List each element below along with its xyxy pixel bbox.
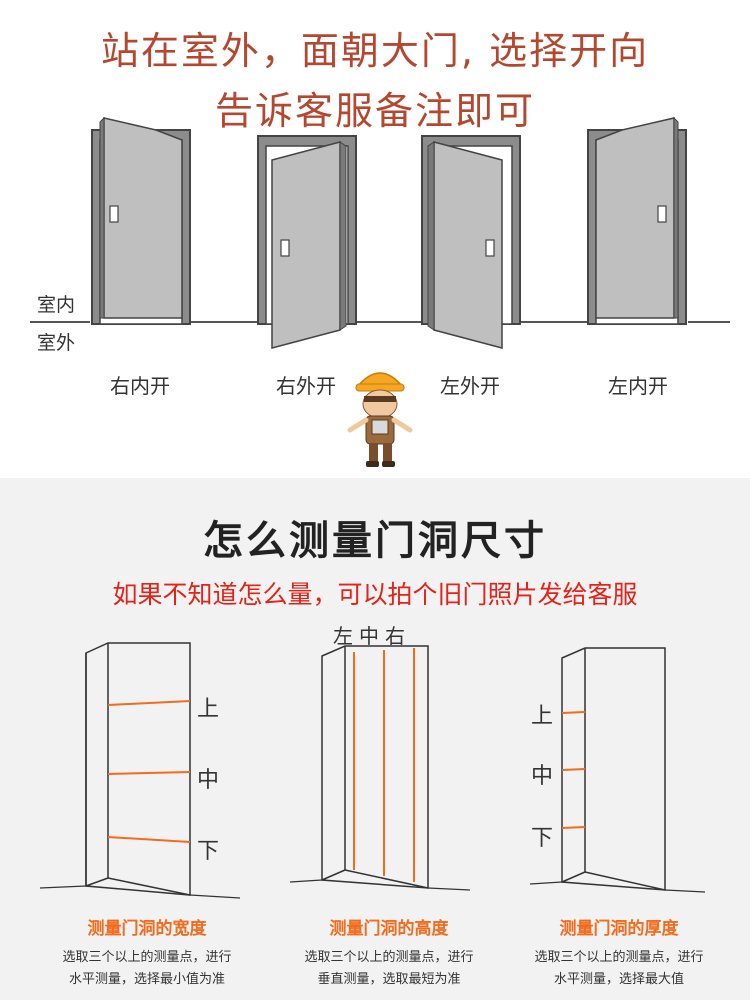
width-mark-top: 上 [197, 697, 220, 722]
width-line-top [107, 700, 191, 706]
thickness-mark-bottom: 下 [531, 826, 554, 851]
door-label-3: 左外开 [440, 374, 500, 398]
thickness-diagram [529, 647, 706, 893]
height-caption-desc-line1: 选取三个以上的测量点，进行 [304, 950, 474, 965]
thickness-line-top [561, 711, 586, 714]
height-caption-desc-line2: 垂直测量，选取最短为准 [317, 972, 461, 987]
thickness-caption-desc-line2: 水平测量，选择最大值 [553, 972, 684, 987]
door-left-outward [421, 135, 521, 349]
header-line-2: 告诉客服备注即可 [214, 89, 535, 133]
door-label-1: 右内开 [110, 374, 170, 398]
thickness-caption-desc: 选取三个以上的测量点，进行 水平测量，选择最大值 [494, 947, 744, 991]
thickness-mark-top: 上 [531, 704, 554, 729]
thickness-mark-mid: 中 [531, 764, 554, 789]
width-caption-desc-line2: 水平测量，选择最小值为准 [68, 972, 225, 987]
indoor-label: 室内 [37, 294, 76, 316]
measure-diagrams [39, 642, 706, 899]
width-line-bottom [107, 836, 191, 843]
thickness-caption-desc-line1: 选取三个以上的测量点，进行 [534, 950, 704, 965]
width-caption-heading: 测量门洞的宽度 [87, 919, 207, 939]
thickness-line-mid [561, 768, 586, 771]
outdoor-label: 室外 [37, 332, 76, 354]
width-caption: 测量门洞的宽度 选取三个以上的测量点，进行 水平测量，选择最小值为准 [22, 914, 272, 991]
measure-subtitle: 如果不知道怎么量，可以拍个旧门照片发给客服 [112, 580, 638, 609]
height-caption-heading: 测量门洞的高度 [329, 919, 449, 939]
door-left-inward [587, 116, 687, 325]
measure-title: 怎么测量门洞尺寸 [203, 518, 547, 564]
thickness-caption: 测量门洞的厚度 选取三个以上的测量点，进行 水平测量，选择最大值 [494, 914, 744, 991]
width-mark-bottom: 下 [197, 839, 220, 864]
height-caption-desc: 选取三个以上的测量点，进行 垂直测量，选取最短为准 [264, 947, 514, 991]
door-right-inward [91, 116, 191, 325]
door-opening-diagram [30, 116, 730, 467]
thickness-line-bottom [561, 826, 586, 829]
width-caption-desc-line1: 选取三个以上的测量点，进行 [62, 950, 232, 965]
door-label-2: 右外开 [276, 374, 336, 398]
door-opening-section: 站在室外，面朝大门, 选择开向 告诉客服备注即可 [0, 0, 750, 478]
width-caption-desc: 选取三个以上的测量点，进行 水平测量，选择最小值为准 [22, 947, 272, 991]
height-diagram [289, 645, 471, 891]
header-line-1: 站在室外，面朝大门, 选择开向 [100, 29, 650, 73]
width-line-mid [107, 771, 191, 775]
thickness-caption-heading: 测量门洞的厚度 [559, 919, 679, 939]
height-caption: 测量门洞的高度 选取三个以上的测量点，进行 垂直测量，选取最短为准 [264, 914, 514, 991]
door-label-4: 左内开 [608, 374, 668, 398]
door-right-outward [257, 135, 357, 349]
width-mark-mid: 中 [197, 768, 220, 793]
width-diagram [39, 642, 241, 899]
measure-section: 怎么测量门洞尺寸 如果不知道怎么量，可以拍个旧门照片发给客服 左中右 [0, 478, 750, 1000]
left-middle-right-label: 左中右 [333, 624, 411, 648]
worker-figure [347, 372, 413, 467]
